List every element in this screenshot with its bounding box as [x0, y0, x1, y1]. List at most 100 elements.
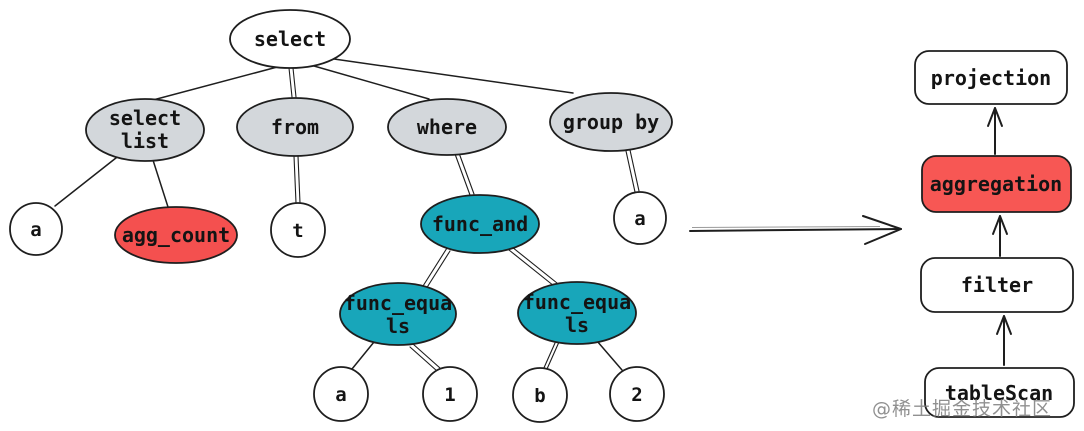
edge-groupby-to-a	[625, 150, 636, 193]
from-ellipse	[236, 97, 354, 157]
filter-box	[920, 257, 1074, 313]
select-list-label-line2: list	[121, 129, 169, 153]
edge-selectlist-to-aggcount	[151, 156, 169, 208]
ast-node-from: from	[236, 97, 354, 157]
arrow-shaft	[689, 228, 899, 232]
plan-node-aggregation: aggregation	[921, 155, 1072, 213]
agg-count-label: agg_count	[122, 223, 230, 247]
group-col-a-circle	[613, 191, 667, 245]
arrow-filter-to-aggregation-head-r	[999, 215, 1008, 235]
ast-node-select: select	[229, 9, 351, 69]
ast-node-group-col-a: a	[613, 191, 667, 245]
where-label: where	[417, 115, 477, 139]
ast-node-func-equals-right: func_equa ls	[517, 281, 637, 345]
leaf-b-circle	[512, 367, 568, 423]
leaf-b-label: b	[534, 385, 545, 407]
edge-groupby-to-a-2	[629, 149, 640, 192]
arrow-aggregation-to-projection-head-r	[994, 107, 1003, 127]
from-label: from	[271, 115, 319, 139]
aggregation-box	[921, 155, 1072, 213]
col-a-circle	[9, 202, 63, 256]
edge-equalsright-to-b	[546, 341, 560, 370]
table-scan-box	[924, 367, 1075, 418]
group-by-ellipse	[549, 92, 673, 152]
edge-funcand-to-equals-left-2	[425, 250, 451, 290]
ast-node-col-a: a	[9, 202, 63, 256]
arrow-filter-to-aggregation-head-l	[992, 215, 1001, 235]
filter-label: filter	[961, 273, 1033, 297]
watermark-text: @稀土掘金技术社区	[872, 398, 1053, 420]
ast-node-leaf-b: b	[512, 367, 568, 423]
edge-equalsleft-to-1-2	[409, 346, 438, 372]
arrow-shadow-line	[691, 226, 881, 228]
leaf-2-label: 2	[631, 384, 642, 406]
ast-edges	[54, 56, 640, 372]
edge-funcand-to-equals-left	[422, 247, 448, 287]
ast-node-group-by: group by	[549, 92, 673, 152]
func-and-label: func_and	[432, 212, 528, 236]
aggregation-label: aggregation	[930, 172, 1062, 196]
plan-node-table-scan: tableScan	[924, 367, 1075, 418]
leaf-1-circle	[422, 366, 478, 422]
edge-from-to-t-2	[297, 155, 301, 204]
edge-where-to-funcand	[454, 153, 471, 196]
edge-equalsright-to-2	[596, 340, 623, 371]
func-equals-right-ellipse	[517, 281, 637, 345]
edge-where-to-funcand-2	[458, 152, 475, 195]
select-list-ellipse	[85, 98, 205, 162]
edge-from-to-t	[293, 155, 297, 204]
edge-select-to-selectlist	[152, 65, 282, 101]
leaf-1-label: 1	[444, 384, 455, 406]
edge-select-to-groupby	[319, 56, 574, 94]
agg-count-ellipse	[114, 206, 238, 264]
col-a-label: a	[30, 219, 41, 241]
select-list-label-line1: select	[109, 106, 181, 130]
arrow-head-upper	[862, 215, 902, 230]
ast-node-func-equals-left: func_equa ls	[339, 282, 457, 346]
plan-arrows	[987, 107, 1012, 366]
edge-funcand-to-equals-right	[511, 246, 558, 284]
func-equals-left-ellipse	[339, 282, 457, 346]
edge-equalsleft-to-1	[412, 343, 441, 369]
ast-node-func-and: func_and	[420, 194, 540, 254]
leaf-a-label: a	[335, 384, 346, 406]
edge-select-to-where	[306, 63, 430, 100]
edge-funcand-to-equals-right-2	[508, 249, 555, 287]
edge-select-to-from-2	[292, 67, 297, 98]
ast-node-select-list: select list	[85, 98, 205, 162]
ast-node-leaf-1: 1	[422, 366, 478, 422]
arrow-tablescan-to-filter-head-r	[1003, 315, 1012, 335]
projection-label: projection	[931, 66, 1051, 90]
select-label: select	[254, 27, 326, 51]
leaf-a-circle	[313, 366, 369, 422]
group-by-label: group by	[563, 110, 659, 134]
arrow-tablescan-to-filter-head-l	[996, 315, 1005, 335]
ast-node-agg-count: agg_count	[114, 206, 238, 264]
func-equals-left-line1: func_equa	[344, 291, 452, 315]
plan-node-projection: projection	[914, 50, 1068, 105]
where-ellipse	[387, 98, 507, 156]
func-equals-right-line1: func_equa	[523, 290, 631, 314]
ast-node-where: where	[387, 98, 507, 156]
arrow-head-lower	[864, 228, 902, 245]
leaf-2-circle	[609, 366, 665, 422]
ast-node-leaf-2: 2	[609, 366, 665, 422]
table-t-label: t	[292, 220, 303, 242]
projection-box	[914, 50, 1068, 105]
func-equals-left-line2: ls	[386, 314, 410, 338]
select-ellipse	[229, 9, 351, 69]
func-equals-right-line2: ls	[565, 313, 589, 337]
table-scan-label: tableScan	[945, 381, 1053, 405]
arrow-aggregation-to-projection-head-l	[987, 107, 996, 127]
ast-node-leaf-a: a	[313, 366, 369, 422]
edge-select-to-from	[288, 67, 293, 98]
edge-equalsright-to-b-2	[542, 342, 556, 371]
edge-selectlist-to-a	[54, 153, 122, 207]
plan-node-filter: filter	[920, 257, 1074, 313]
group-col-a-label: a	[634, 208, 645, 230]
ast-node-table-t: t	[270, 202, 326, 258]
edge-equalsleft-to-a	[351, 341, 375, 370]
ast-to-plan-arrow	[689, 215, 902, 245]
